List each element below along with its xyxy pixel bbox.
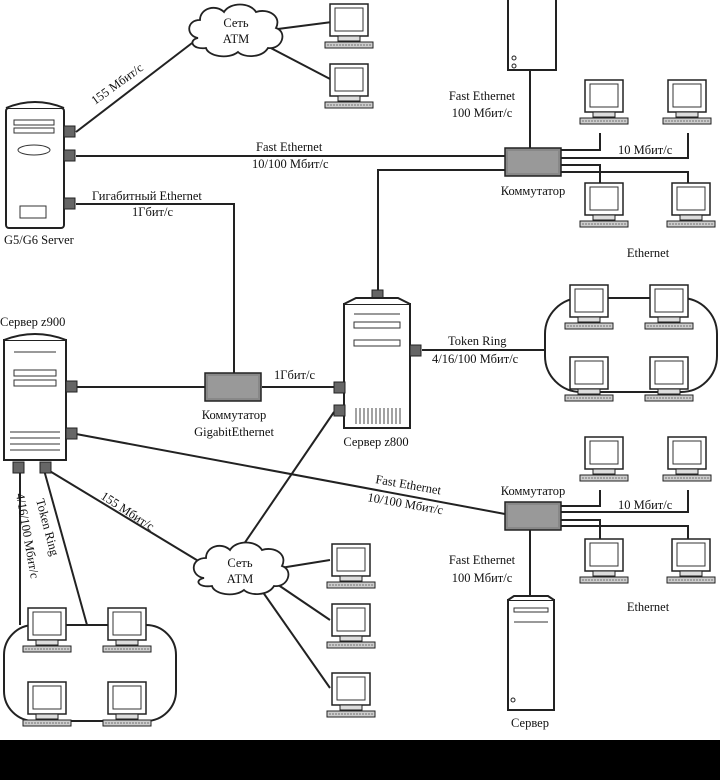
network-port-icon bbox=[333, 381, 346, 394]
fe-top-speed-label: 10/100 Мбит/с bbox=[252, 157, 329, 171]
network-port-icon bbox=[409, 344, 422, 357]
workstation-icon bbox=[326, 672, 376, 718]
network-port-icon bbox=[63, 125, 76, 138]
ethernet-bottom-label: Ethernet bbox=[627, 600, 670, 614]
server-z900-label: Сервер z900 bbox=[0, 315, 65, 329]
switch-bottom-label: Коммутатор bbox=[501, 484, 565, 498]
atm-top-label-1: Сеть bbox=[223, 16, 249, 30]
atm-bottom-label-2: ATM bbox=[227, 572, 253, 586]
switch-bottom-icon bbox=[504, 501, 562, 531]
workstation-icon bbox=[326, 543, 376, 589]
server-bottom-label: Сервер bbox=[511, 716, 549, 730]
server-tower-icon bbox=[5, 101, 65, 229]
switch-gigabit-icon bbox=[204, 372, 262, 402]
workstation-icon bbox=[326, 603, 376, 649]
gig-speed-label: 1Гбит/с bbox=[132, 205, 173, 219]
atm-cloud-bottom: Сеть ATM bbox=[192, 541, 290, 596]
switch-gig-label-2: GigabitEthernet bbox=[194, 425, 274, 439]
workstation-icon bbox=[644, 356, 694, 402]
token-ring-right-label: Token Ring bbox=[448, 334, 507, 348]
workstation-icon bbox=[579, 182, 629, 228]
fe-top-label: Fast Ethernet bbox=[256, 140, 323, 154]
workstation-icon bbox=[662, 436, 712, 482]
server-tower-icon bbox=[343, 297, 411, 429]
token-ring-right-speed-label: 4/16/100 Мбит/с bbox=[432, 352, 519, 366]
diagram-svg: Сеть ATM Сеть ATM G5/G6 Server 155 Мбит/… bbox=[0, 0, 718, 730]
network-port-icon bbox=[333, 404, 346, 417]
workstation-icon bbox=[324, 63, 374, 109]
workstation-icon bbox=[564, 356, 614, 402]
network-diagram: Сеть ATM Сеть ATM G5/G6 Server 155 Мбит/… bbox=[0, 0, 720, 740]
workstation-icon bbox=[662, 79, 712, 125]
atm-cloud-top: Сеть ATM bbox=[188, 3, 284, 58]
atm-bottom-label-1: Сеть bbox=[227, 556, 253, 570]
server-z900: Сервер z900 bbox=[0, 315, 78, 474]
connections bbox=[19, 21, 689, 689]
ethernet-top-label: Ethernet bbox=[627, 246, 670, 260]
workstation-icon bbox=[666, 182, 716, 228]
switch-top-label: Коммутатор bbox=[501, 184, 565, 198]
server-z800-label: Сервер z800 bbox=[343, 435, 408, 449]
network-port-icon bbox=[65, 380, 78, 393]
cloud-icon bbox=[188, 3, 284, 58]
fe-server-bottom-label-2: 100 Мбит/с bbox=[452, 571, 513, 585]
workstation-icon bbox=[666, 538, 716, 584]
network-port-icon bbox=[65, 427, 78, 440]
server-tower-icon bbox=[507, 595, 555, 711]
fe-server-top-label-2: 100 Мбит/с bbox=[452, 106, 513, 120]
network-port-icon bbox=[12, 461, 25, 474]
server-top bbox=[507, 0, 557, 71]
switch-top-icon bbox=[504, 147, 562, 177]
network-port-icon bbox=[63, 149, 76, 162]
workstation-icon bbox=[324, 3, 374, 49]
server-tower-icon bbox=[507, 0, 557, 71]
server-z800: Сервер z800 bbox=[333, 289, 422, 449]
g5-server: G5/G6 Server bbox=[4, 101, 76, 247]
workstation-icon bbox=[579, 436, 629, 482]
link-155-bottom-label: 155 Мбит/с bbox=[98, 489, 157, 534]
switch-gig-label-1: Коммутатор bbox=[202, 408, 266, 422]
ten-mbit-top-label: 10 Мбит/с bbox=[618, 143, 673, 157]
network-port-icon bbox=[63, 197, 76, 210]
g5-server-label: G5/G6 Server bbox=[4, 233, 75, 247]
fe-server-bottom-label-1: Fast Ethernet bbox=[449, 553, 516, 567]
server-tower-icon bbox=[3, 333, 67, 461]
gig-speed-2-label: 1Гбит/с bbox=[274, 368, 315, 382]
server-bottom: Сервер bbox=[507, 595, 555, 730]
workstation-icon bbox=[579, 538, 629, 584]
cloud-icon bbox=[192, 541, 290, 596]
gig-eth-label: Гигабитный Ethernet bbox=[92, 189, 202, 203]
network-port-icon bbox=[39, 461, 52, 474]
ten-mbit-bottom-label: 10 Мбит/с bbox=[618, 498, 673, 512]
workstation-icon bbox=[579, 79, 629, 125]
atm-top-label-2: ATM bbox=[223, 32, 249, 46]
fe-server-top-label-1: Fast Ethernet bbox=[449, 89, 516, 103]
